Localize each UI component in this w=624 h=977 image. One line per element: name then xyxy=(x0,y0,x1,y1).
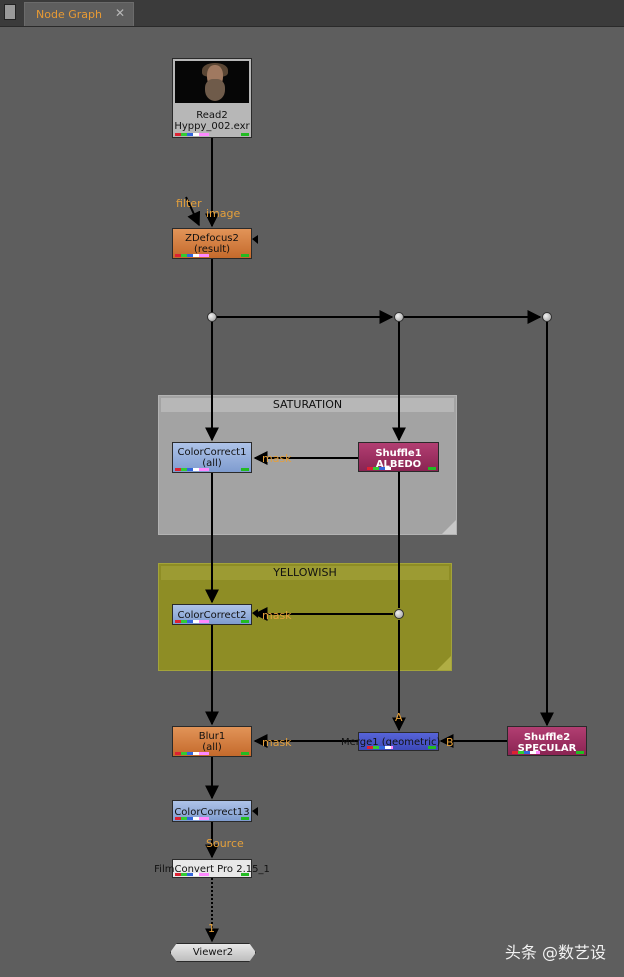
backdrop-resize-handle[interactable] xyxy=(442,520,456,534)
input-label-mask: mask xyxy=(262,736,292,749)
input-label-b: B xyxy=(446,736,454,749)
node-sub: (result) xyxy=(193,244,231,255)
channel-swatch xyxy=(512,751,540,754)
wire-filter-input xyxy=(185,196,201,227)
read-thumbnail xyxy=(175,61,249,103)
tab-bar: Node Graph ✕ xyxy=(0,0,624,27)
input-label-source: Source xyxy=(206,837,244,850)
mask-input-arrow xyxy=(252,609,258,618)
status-indicator xyxy=(241,620,249,623)
channel-swatch xyxy=(175,254,209,257)
status-indicator xyxy=(428,467,436,470)
node-merge1[interactable]: Merge1 (geometric) xyxy=(341,732,440,751)
channel-swatch xyxy=(175,752,209,755)
close-icon[interactable]: ✕ xyxy=(115,6,126,20)
node-name: Blur1 xyxy=(198,731,226,742)
node-blur1[interactable]: Blur1 (all) xyxy=(172,726,252,757)
channel-swatch xyxy=(175,817,209,820)
status-indicator xyxy=(576,751,584,754)
watermark: 头条 @数艺设 xyxy=(504,943,606,962)
node-name: Shuffle1 xyxy=(375,448,422,459)
node-filmconvert[interactable]: FilmConvert Pro 2.15_1 xyxy=(154,859,270,878)
node-shuffle2[interactable]: Shuffle2 SPECULAR xyxy=(507,726,587,756)
tab-node-graph[interactable]: Node Graph ✕ xyxy=(24,2,134,26)
channel-swatch xyxy=(175,468,209,471)
input-label-filter: filter xyxy=(176,197,202,210)
dot-node[interactable] xyxy=(207,312,217,322)
status-indicator xyxy=(428,746,436,749)
node-name: ColorCorrect13 xyxy=(174,807,250,818)
node-name: FilmConvert Pro 2.15_1 xyxy=(154,864,270,875)
channel-swatch xyxy=(175,620,209,623)
node-sub: ALBEDO xyxy=(375,459,422,470)
channel-swatch xyxy=(175,873,209,876)
status-indicator xyxy=(241,133,249,136)
channel-swatch xyxy=(367,746,393,749)
node-read2[interactable]: Read2 Hyppy_002.exr xyxy=(172,58,252,138)
node-colorcorrect1[interactable]: ColorCorrect1 (all) xyxy=(172,442,252,473)
input-label-a: A xyxy=(395,711,403,724)
status-indicator xyxy=(241,752,249,755)
node-sub: (all) xyxy=(202,458,222,469)
dot-node[interactable] xyxy=(394,609,404,619)
node-name: Read2 xyxy=(196,110,228,121)
input-label-image: image xyxy=(206,207,241,220)
node-name: Viewer2 xyxy=(192,947,234,958)
node-name: ColorCorrect1 xyxy=(177,447,247,458)
dot-node[interactable] xyxy=(394,312,404,322)
node-file: Hyppy_002.exr xyxy=(174,121,250,132)
node-shuffle1[interactable]: Shuffle1 ALBEDO xyxy=(358,442,439,472)
status-indicator xyxy=(241,873,249,876)
mask-input-arrow xyxy=(252,235,258,244)
input-label-mask: mask xyxy=(262,452,292,465)
status-indicator xyxy=(241,468,249,471)
node-name: ColorCorrect2 xyxy=(177,610,247,621)
tab-label: Node Graph xyxy=(36,8,102,21)
backdrop-resize-handle[interactable] xyxy=(437,656,451,670)
backdrop-title: YELLOWISH xyxy=(161,566,449,580)
node-viewer2[interactable]: Viewer2 xyxy=(170,943,256,962)
node-zdefocus2[interactable]: ZDefocus2 (result) xyxy=(172,228,252,259)
status-indicator xyxy=(241,254,249,257)
pane-menu-icon[interactable] xyxy=(4,4,16,20)
input-label-viewer: 1 xyxy=(208,922,215,935)
channel-swatch xyxy=(367,467,391,470)
node-sub: SPECULAR xyxy=(517,743,577,754)
node-sub: (all) xyxy=(202,742,222,753)
input-label-mask: mask xyxy=(262,609,292,622)
channel-swatch xyxy=(175,133,209,136)
node-name: Merge1 (geometric) xyxy=(341,737,441,748)
node-colorcorrect2[interactable]: ColorCorrect2 xyxy=(172,604,252,625)
dot-node[interactable] xyxy=(542,312,552,322)
backdrop-title: SATURATION xyxy=(161,398,454,412)
mask-input-arrow xyxy=(252,807,258,816)
node-name: ZDefocus2 xyxy=(185,233,239,244)
node-colorcorrect13[interactable]: ColorCorrect13 xyxy=(172,800,252,822)
status-indicator xyxy=(241,817,249,820)
node-name: Shuffle2 xyxy=(523,732,571,743)
